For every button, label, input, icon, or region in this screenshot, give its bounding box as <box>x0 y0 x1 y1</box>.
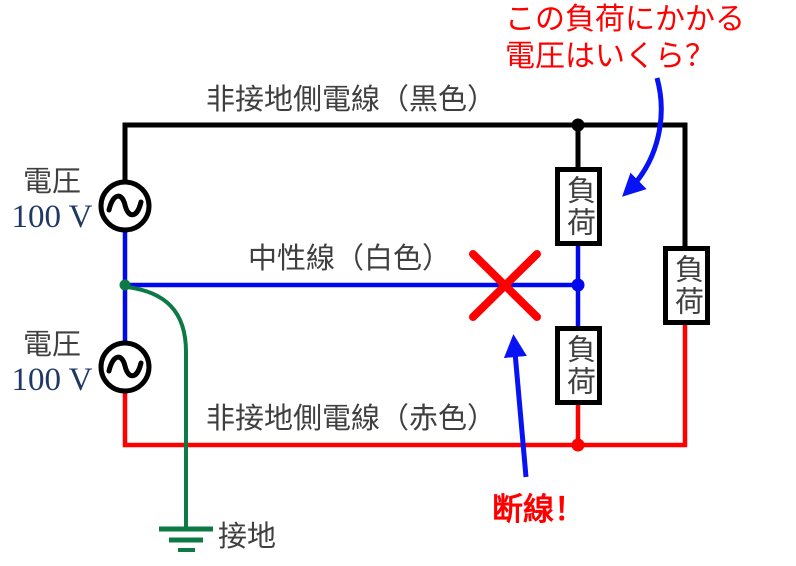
voltage-lower-caption: 電圧 <box>22 329 81 361</box>
junction-dot-green <box>119 279 131 291</box>
junction-dot-blue <box>571 278 585 292</box>
ac-source-upper-icon <box>98 179 152 233</box>
break-annotation: 断線！ <box>492 492 585 527</box>
black-wire <box>122 122 688 248</box>
ac-source-lower-icon <box>98 340 152 394</box>
black-wire-label: 非接地側電線（黒色） <box>206 84 497 116</box>
break-arrow-icon <box>503 334 529 478</box>
voltage-upper-caption: 電圧 <box>22 166 81 198</box>
neutral-wire-label: 中性線（白色） <box>248 243 452 275</box>
junction-dot-red <box>571 438 585 452</box>
question-annotation: この負荷にかかる 電圧はいくら？ <box>505 3 745 73</box>
break-x-icon <box>469 250 541 321</box>
ground-icon <box>126 285 213 552</box>
load-box-right: 負荷 <box>663 246 710 325</box>
voltage-label-upper: 電圧 100 V <box>0 166 104 235</box>
load-box-upper: 負荷 <box>555 167 602 246</box>
voltage-label-lower: 電圧 100 V <box>0 329 104 398</box>
ground-label: 接地 <box>218 521 277 553</box>
junction-dot-black <box>571 118 585 132</box>
load-box-lower: 負荷 <box>555 326 602 405</box>
voltage-upper-value: 100 V <box>11 199 93 235</box>
red-wire <box>122 323 688 448</box>
voltage-lower-value: 100 V <box>11 362 93 398</box>
red-wire-label: 非接地側電線（赤色） <box>206 403 497 435</box>
question-arrow-icon <box>622 77 664 197</box>
